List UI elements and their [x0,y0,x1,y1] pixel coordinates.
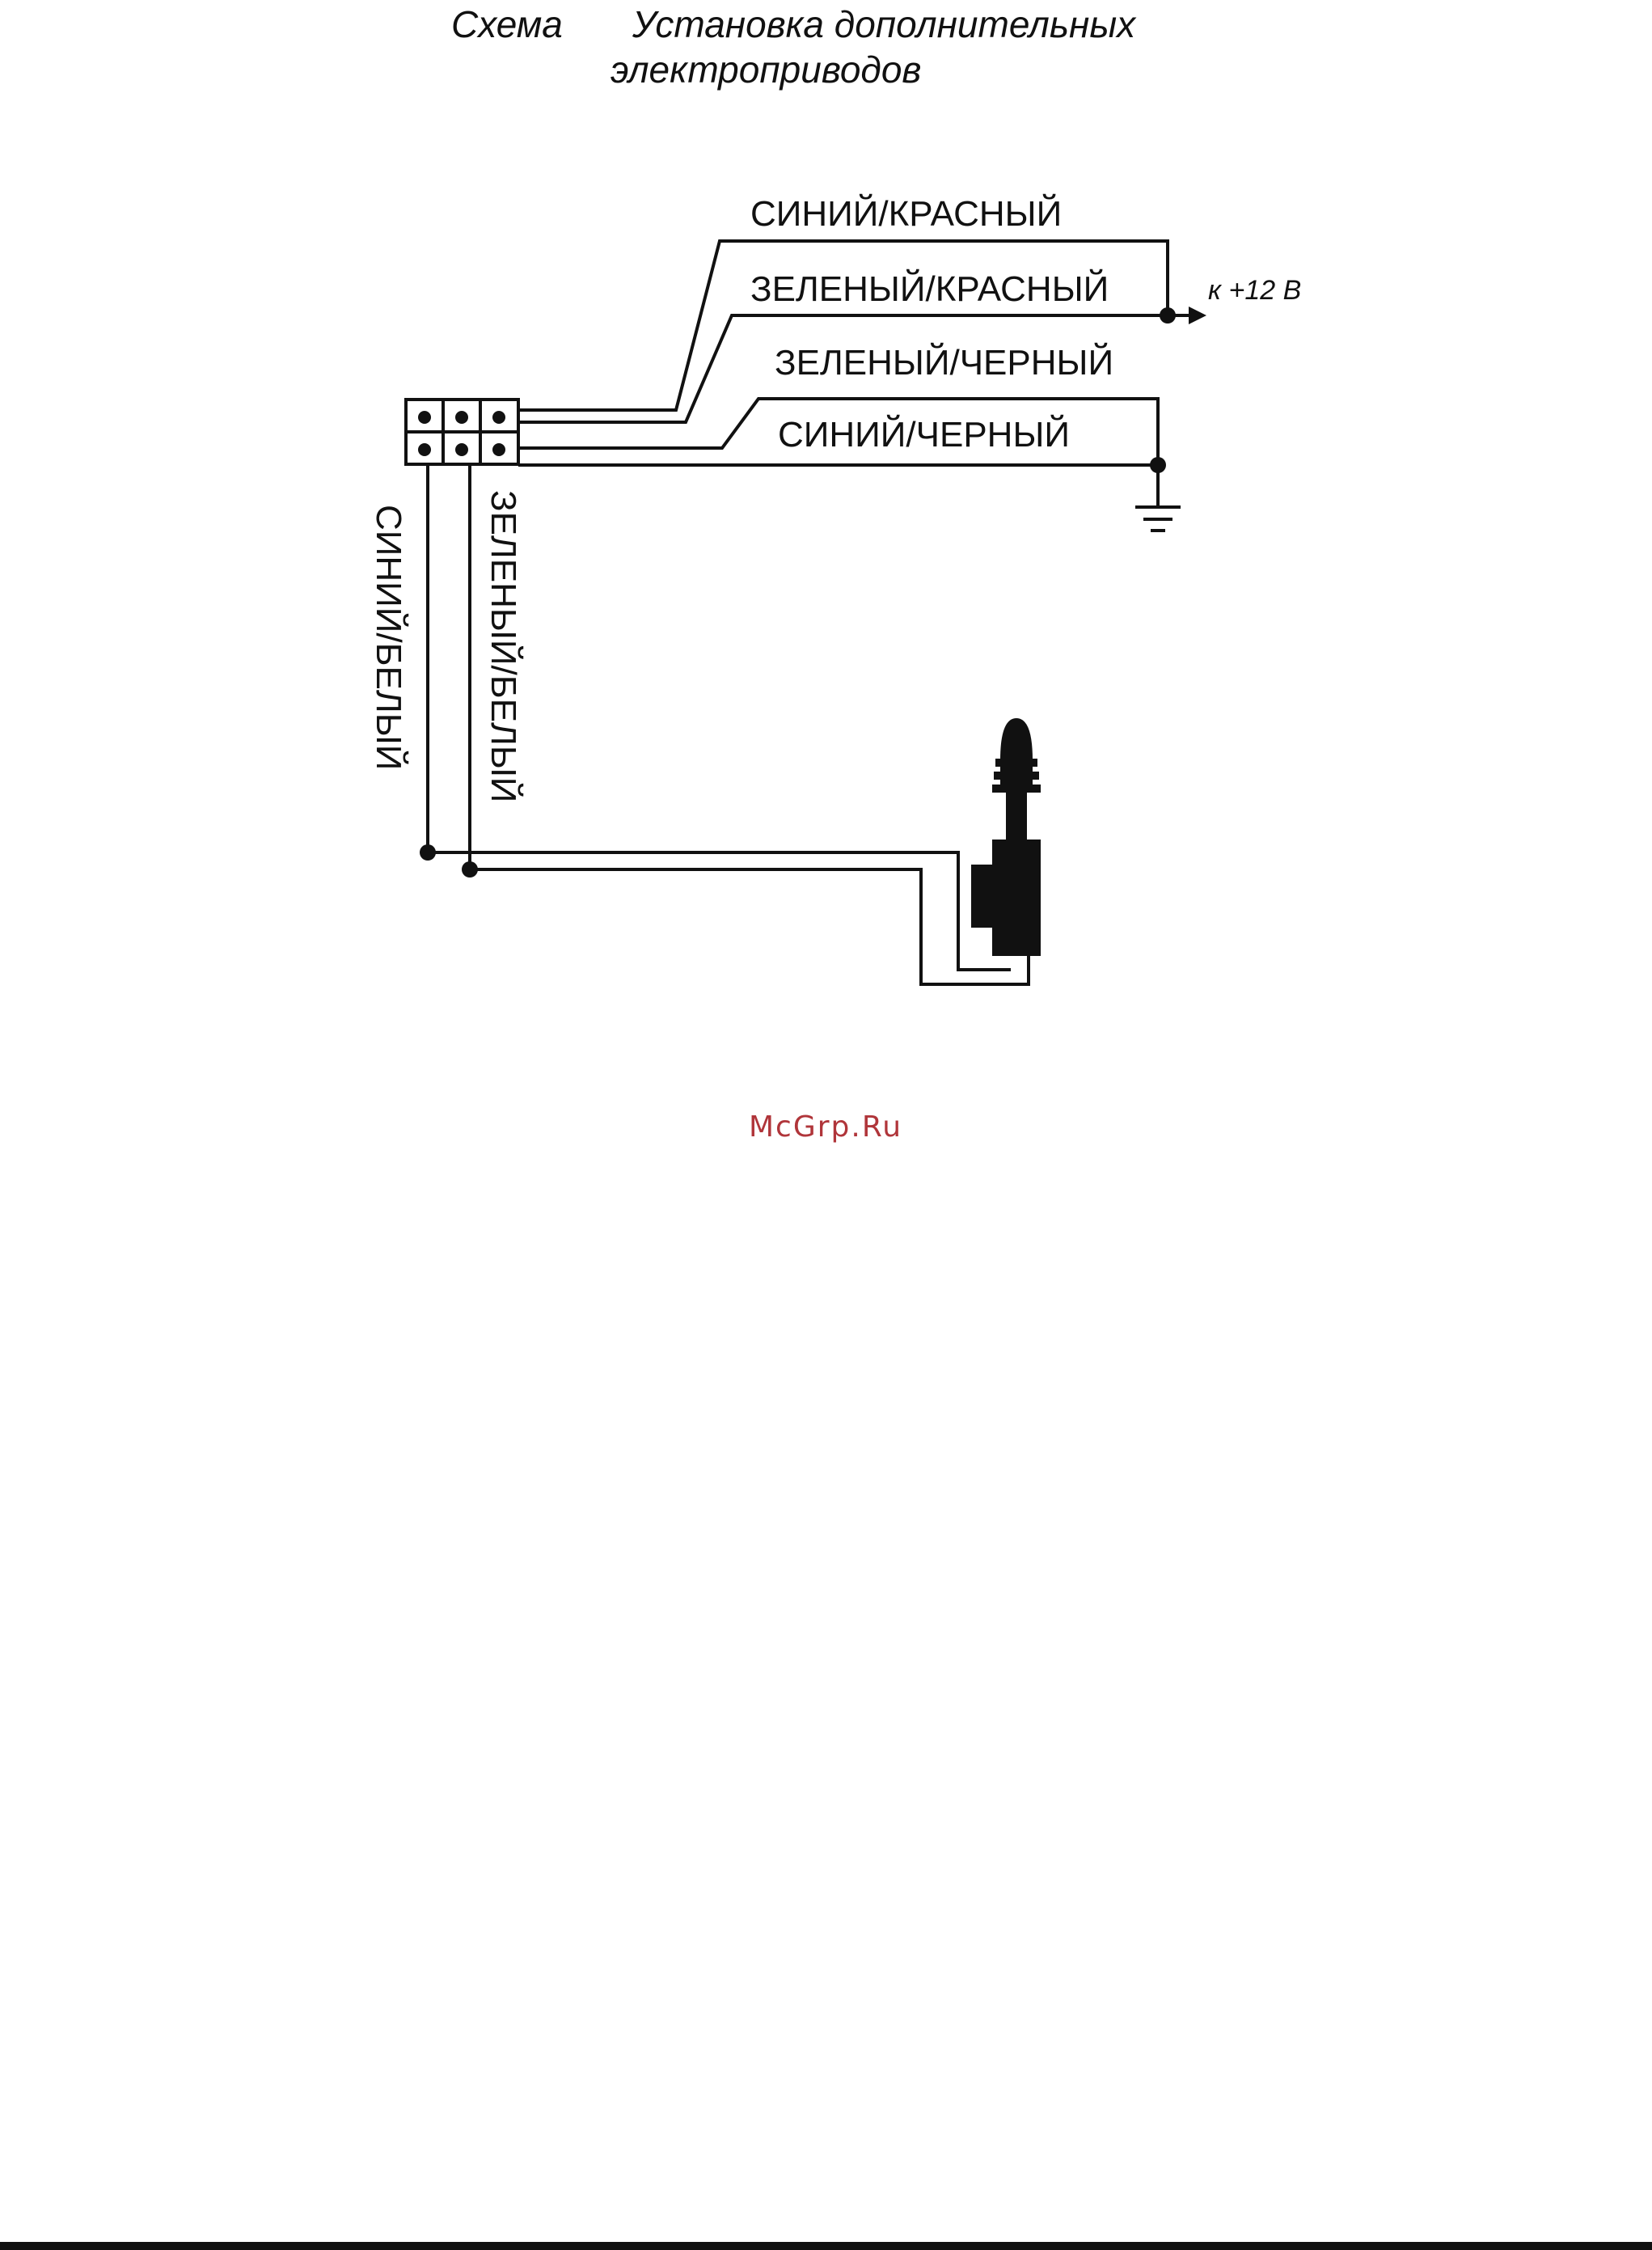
label-blue-black: СИНИЙ/ЧЕРНЫЙ [778,413,1070,455]
connector-pin [455,411,468,424]
diagram-label: Схема [451,3,563,45]
ground-icon [1135,465,1181,532]
connector-pin [492,443,505,456]
label-green-black: ЗЕЛЕНЫЙ/ЧЕРНЫЙ [775,341,1113,383]
watermark-text: McGrp.Ru [749,1110,902,1144]
junction-dot [420,844,436,861]
wire-blue-red [518,239,1169,412]
connector-pin [418,411,431,424]
wire-green-white [468,464,1030,986]
power-arrow-icon [1189,307,1206,324]
actuator-icon [971,718,1041,956]
connector-pin [418,443,431,456]
label-blue-red: СИНИЙ/КРАСНЫЙ [750,192,1062,234]
label-blue-white: СИНИЙ/БЕЛЫЙ [369,505,410,770]
label-green-white: ЗЕЛЕНЫЙ/БЕЛЫЙ [484,490,525,802]
diagram-title-line2: электроприводов [611,49,921,91]
bottom-rule [0,2242,1652,2250]
wire-green-black [518,397,1160,465]
connector-pin [455,443,468,456]
wire-green-red [518,314,1168,424]
wire-blue-white [426,464,1011,971]
connector-pin [492,411,505,424]
power-label: к +12 В [1208,275,1301,306]
junction-dot [1160,307,1176,324]
connector-block [404,398,520,466]
label-green-red: ЗЕЛЕНЫЙ/КРАСНЫЙ [750,268,1109,309]
diagram-title-line1: Установка дополнительных [632,3,1137,45]
junction-dot [462,861,478,878]
